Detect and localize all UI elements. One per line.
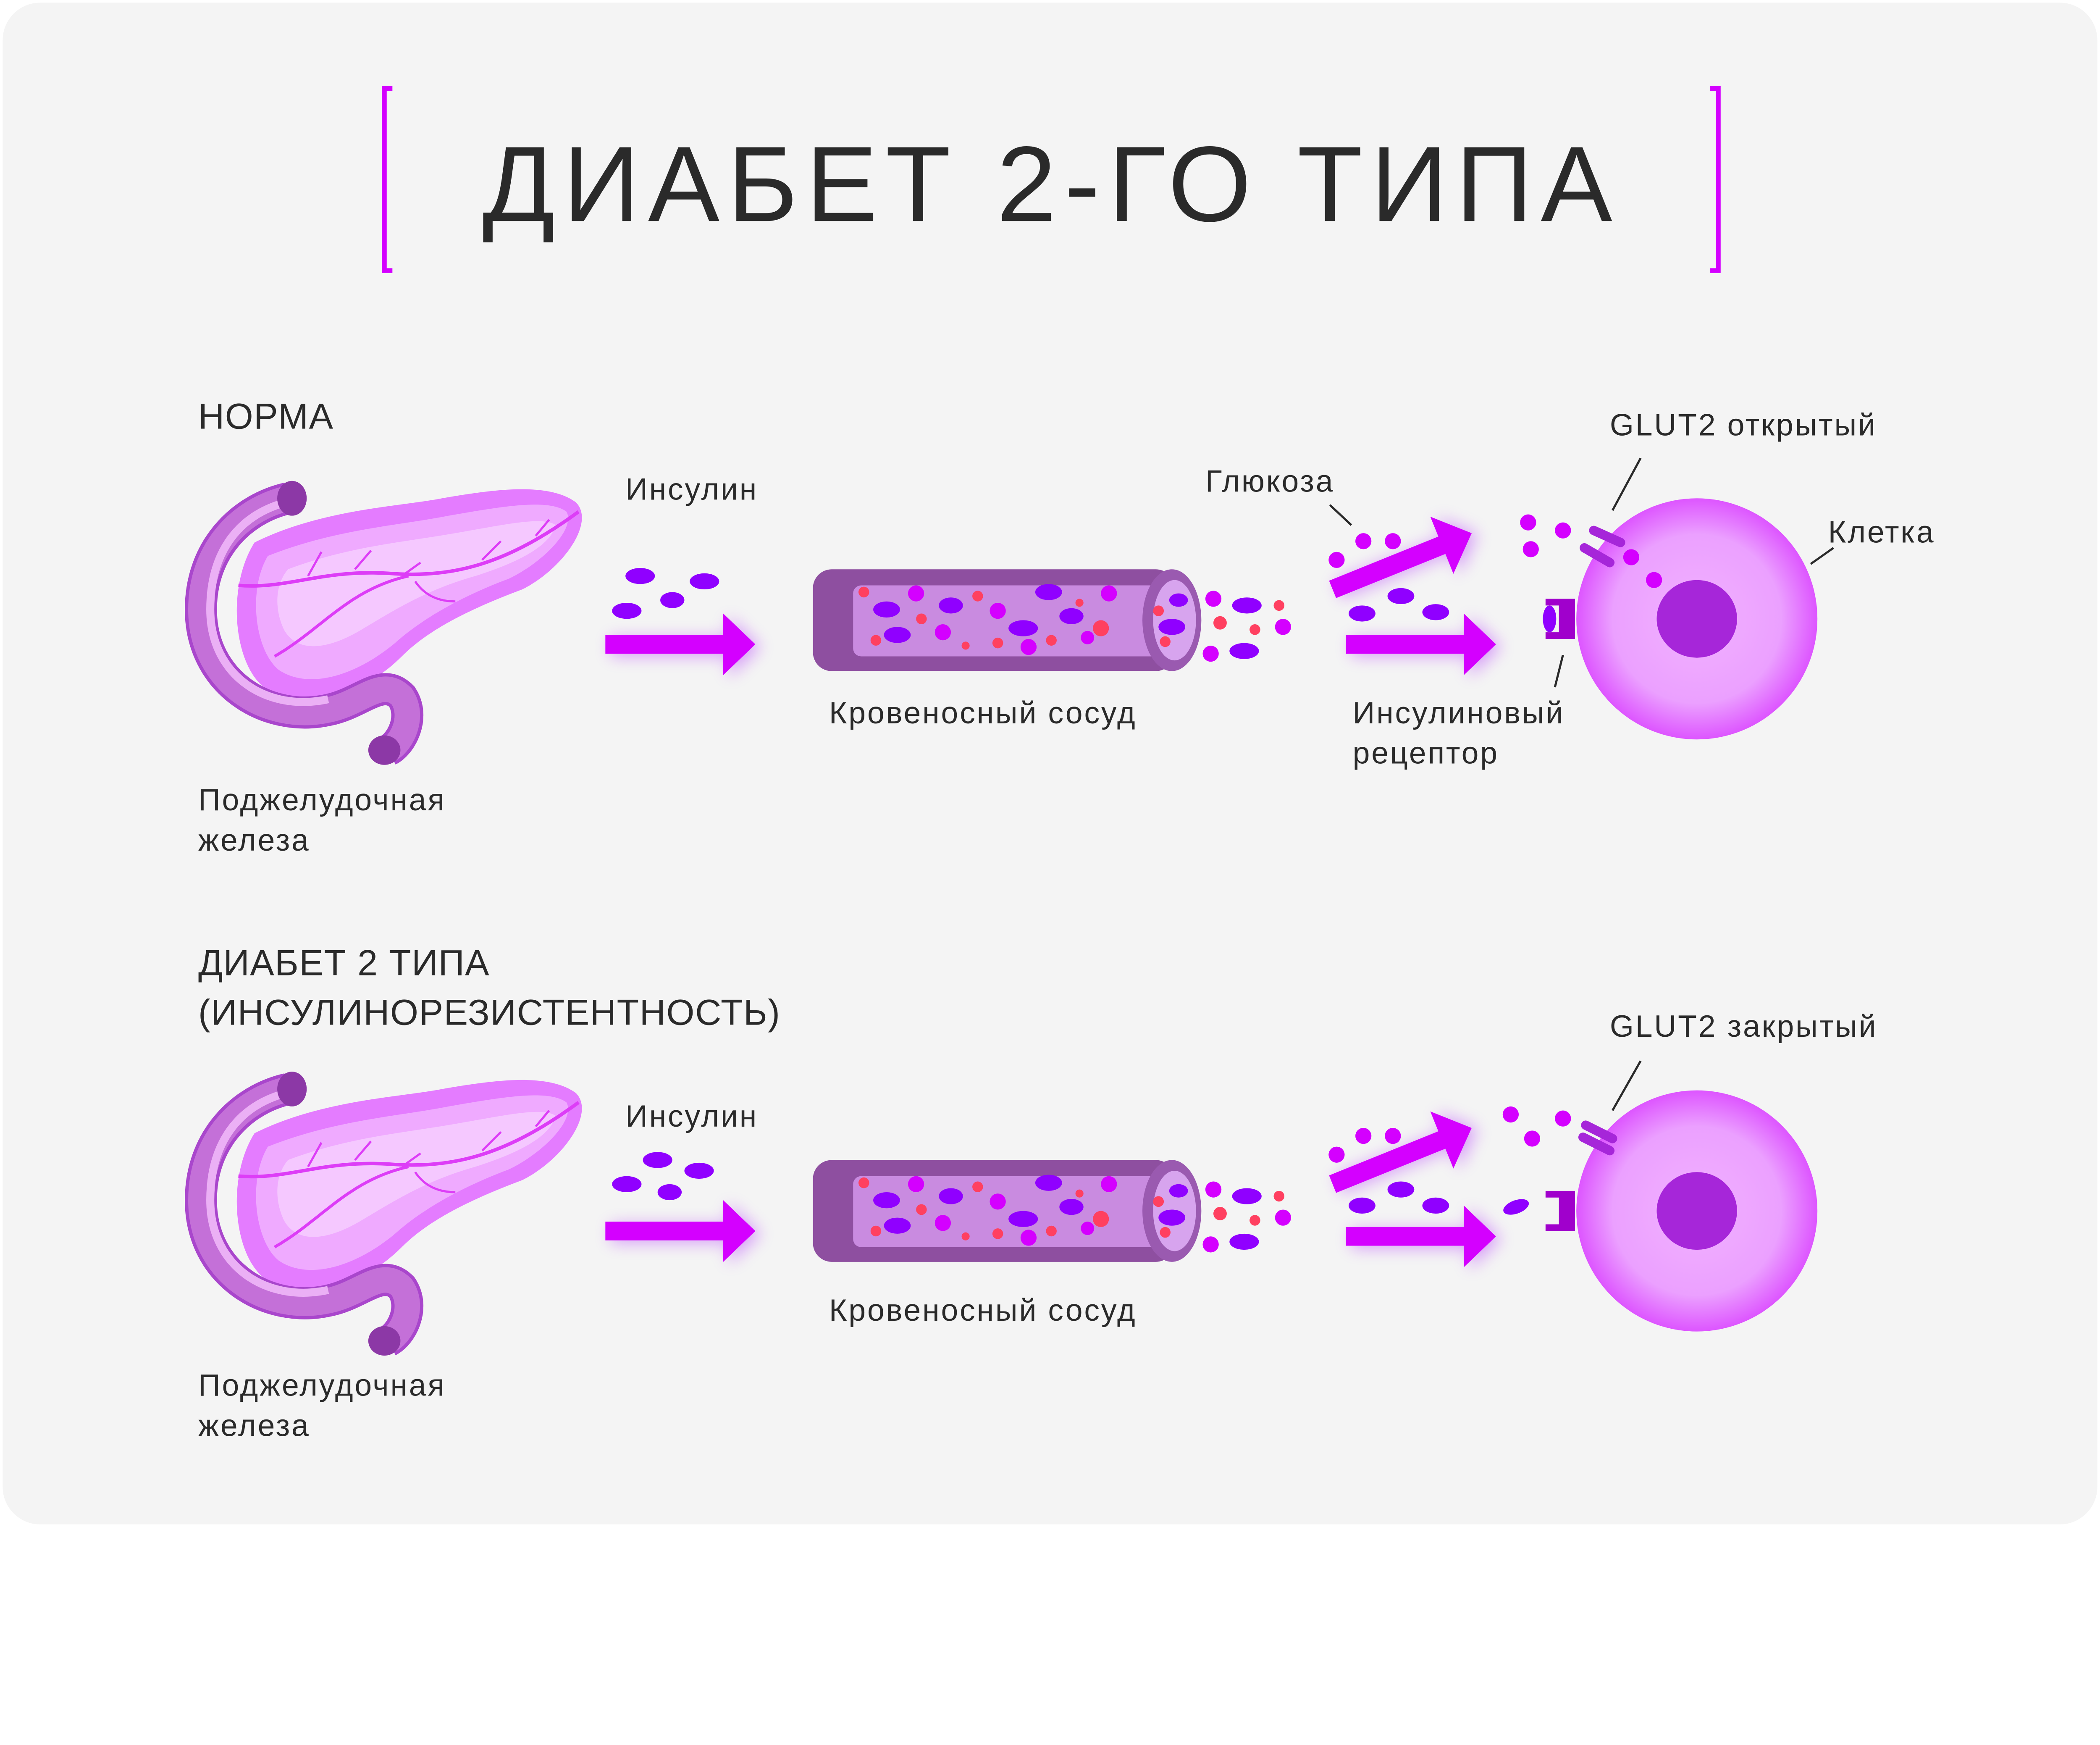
unbound-insulin	[1503, 1199, 1529, 1215]
diagram-canvas: ДИАБЕТ 2-ГО ТИПА НОРМА Поджелудочная жел…	[3, 3, 2097, 1524]
insulin-molecules	[1349, 588, 1449, 622]
glut2-open-label: GLUT2 открытый	[1610, 407, 1877, 442]
bound-insulin	[1543, 605, 1557, 633]
page-title: ДИАБЕТ 2-ГО ТИПА	[483, 124, 1620, 244]
pancreas-label: железа	[198, 823, 310, 857]
glucose-molecules	[1328, 1127, 1401, 1163]
glucose-molecules	[1502, 1106, 1571, 1147]
glut2-leader-line	[1612, 1060, 1642, 1111]
receptor-label: Инсулиновый	[1353, 696, 1565, 730]
insulin-label: Инсулин	[625, 1099, 758, 1133]
glut2-closed-label: GLUT2 закрытый	[1610, 1009, 1878, 1043]
insulin-label: Инсулин	[625, 472, 758, 506]
vessel-label: Кровеносный сосуд	[829, 1293, 1137, 1327]
title-bracket-right	[1710, 86, 1721, 273]
glucose-molecules	[1520, 514, 1662, 588]
glucose-leader-line	[1329, 504, 1352, 526]
normal-heading: НОРМА	[198, 396, 334, 436]
glut2-open-channel	[1580, 526, 1625, 568]
cell-label: Клетка	[1828, 515, 1935, 549]
glucose-label: Глюкоза	[1205, 464, 1334, 498]
diabetes-subheading: (ИНСУЛИНОРЕЗИСТЕНТНОСТЬ)	[198, 992, 781, 1033]
insulin-molecules	[612, 568, 719, 619]
pancreas-label: Поджелудочная	[198, 783, 446, 817]
receptor-label: рецептор	[1353, 736, 1499, 770]
diabetes-section: ДИАБЕТ 2 ТИПА (ИНСУЛИНОРЕЗИСТЕНТНОСТЬ) П…	[198, 943, 1878, 1443]
title-bracket-left	[382, 86, 393, 273]
receptor-leader-line	[1554, 654, 1564, 688]
glut2-leader-line	[1612, 457, 1642, 511]
glut2-closed-channel	[1578, 1120, 1617, 1156]
pancreas-label: железа	[198, 1408, 310, 1443]
insulin-molecules	[1349, 1181, 1449, 1214]
normal-section: НОРМА Поджелудочная железа Инсулин Крове…	[198, 396, 1935, 857]
vessel-label: Кровеносный сосуд	[829, 696, 1137, 730]
cell-leader-line	[1810, 547, 1834, 565]
diabetes-heading: ДИАБЕТ 2 ТИПА	[198, 943, 490, 983]
insulin-molecules	[612, 1152, 714, 1201]
pancreas-label: Поджелудочная	[198, 1368, 446, 1403]
glucose-molecules	[1328, 533, 1401, 568]
